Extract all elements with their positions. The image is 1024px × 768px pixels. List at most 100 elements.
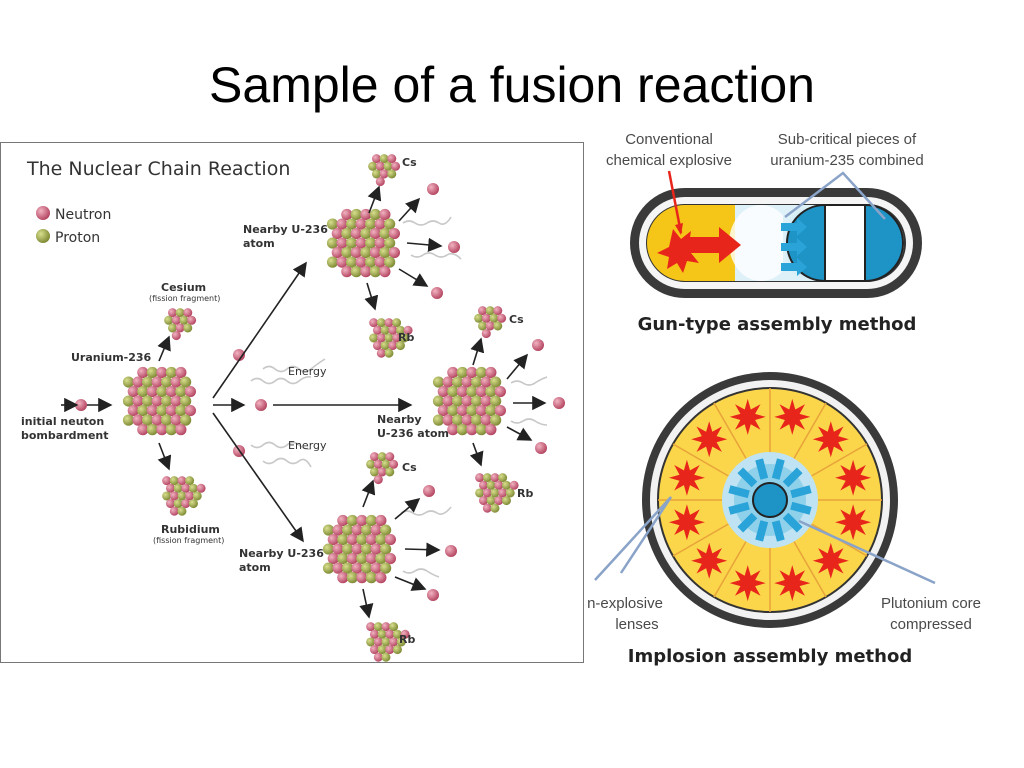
neutron-particle bbox=[170, 376, 182, 388]
neutron-particle bbox=[478, 496, 488, 506]
proton-particle bbox=[141, 395, 154, 407]
proton-particle bbox=[501, 496, 511, 506]
proton-particle bbox=[183, 323, 193, 333]
neutron-particle bbox=[196, 483, 206, 493]
proton-particle bbox=[485, 385, 497, 398]
proton-particle bbox=[379, 154, 389, 164]
rb-label-top: Rb bbox=[398, 331, 414, 344]
energy-label-bottom: Energy bbox=[288, 439, 327, 452]
neutron-particle bbox=[177, 476, 187, 486]
neutron-particle bbox=[341, 208, 353, 221]
proton-particle bbox=[381, 637, 391, 647]
rb-bot-fragment bbox=[366, 622, 410, 662]
proton-particle bbox=[188, 483, 198, 493]
neutron-particle bbox=[482, 503, 492, 513]
proton-particle bbox=[371, 169, 381, 179]
neutron-particle bbox=[167, 308, 177, 318]
neutron-particle bbox=[350, 247, 362, 259]
free-neutron bbox=[423, 485, 435, 497]
proton-particle bbox=[141, 414, 154, 426]
neutron-particle bbox=[351, 562, 363, 574]
energy-label-top: Energy bbox=[288, 365, 327, 378]
neutron-particle bbox=[498, 488, 508, 498]
neutron-particle bbox=[384, 533, 396, 546]
cs-top-fragment bbox=[368, 154, 401, 187]
neutron-particle bbox=[509, 480, 519, 490]
nearby-mid-nucleus bbox=[432, 366, 506, 436]
neutron-particle bbox=[151, 395, 163, 407]
neutron-particle bbox=[184, 405, 196, 417]
neutron-particle bbox=[175, 366, 187, 379]
chain-reaction-panel: The Nuclear Chain Reaction Neutron Proto… bbox=[0, 142, 584, 663]
proton-particle bbox=[188, 499, 198, 509]
legend-neutron: Neutron bbox=[55, 207, 111, 223]
assembly-methods-svg: Conventional chemical explosive Sub-crit… bbox=[587, 131, 981, 667]
proton-particle bbox=[380, 543, 392, 555]
compression-arrow bbox=[755, 520, 769, 542]
neutron-particle bbox=[132, 414, 144, 426]
proton-particle bbox=[377, 452, 387, 462]
proton-particle bbox=[165, 424, 177, 436]
cesium-fragment bbox=[164, 308, 197, 341]
proton-particle bbox=[360, 247, 372, 259]
proton-particle bbox=[451, 414, 464, 426]
neutron-particle bbox=[327, 553, 339, 565]
neutron-particle bbox=[183, 308, 193, 318]
proton-particle bbox=[376, 318, 386, 328]
uranium-236-nucleus bbox=[122, 366, 196, 436]
neutron-particle bbox=[346, 553, 358, 565]
initial-label-1: initial neuton bbox=[21, 415, 104, 428]
neutron-particle bbox=[485, 366, 497, 379]
neutron-particle bbox=[336, 256, 348, 268]
neutron-particle bbox=[442, 414, 454, 426]
neutron-particle bbox=[350, 227, 362, 240]
proton-particle bbox=[475, 488, 485, 498]
neutron-particle bbox=[388, 325, 398, 335]
proton-particle bbox=[369, 266, 381, 278]
proton-particle bbox=[365, 514, 377, 527]
proton-particle bbox=[345, 237, 358, 249]
neutron-particle bbox=[351, 543, 363, 555]
proton-particle bbox=[165, 366, 177, 379]
neutron-particle bbox=[171, 315, 181, 325]
neutron-particle bbox=[370, 562, 382, 574]
neutron-particle bbox=[466, 366, 478, 379]
neutron-particle bbox=[437, 405, 449, 417]
neutron-particle bbox=[375, 177, 385, 187]
neutron-particle bbox=[181, 499, 191, 509]
neutron-particle bbox=[447, 424, 459, 436]
proton-particle bbox=[341, 247, 353, 259]
neutron-particle bbox=[337, 514, 349, 527]
proton-particle bbox=[375, 533, 387, 546]
explosion-burst bbox=[774, 398, 811, 435]
nearby-top-nucleus bbox=[326, 208, 400, 278]
chain-reaction-diagram: The Nuclear Chain Reaction Neutron Proto… bbox=[21, 154, 565, 662]
proton-particle bbox=[392, 645, 402, 655]
cs-label-top: Cs bbox=[402, 156, 417, 169]
proton-particle bbox=[477, 321, 487, 331]
explosion-burst bbox=[729, 565, 766, 602]
neutron-particle bbox=[375, 572, 387, 584]
proton-particle bbox=[356, 533, 368, 546]
neutron-particle bbox=[389, 459, 399, 469]
neutron-particle bbox=[461, 395, 473, 407]
neutron-particle bbox=[127, 385, 139, 398]
neutron-particle bbox=[481, 313, 491, 323]
neutron-particle bbox=[391, 161, 401, 171]
proton-particle bbox=[361, 524, 373, 536]
proton-particle bbox=[345, 218, 358, 230]
free-neutron bbox=[427, 589, 439, 601]
proton-particle bbox=[451, 376, 464, 388]
proton-particle bbox=[377, 629, 387, 639]
neutron-particle bbox=[151, 376, 163, 388]
neutron-particle bbox=[381, 622, 391, 632]
neutron-particle bbox=[480, 395, 492, 407]
neutron-particle bbox=[369, 318, 379, 328]
neutron-particle bbox=[442, 395, 454, 407]
free-neutron bbox=[233, 349, 245, 361]
proton-particle bbox=[392, 318, 402, 328]
proton-particle bbox=[366, 637, 376, 647]
proton-particle bbox=[177, 491, 187, 501]
proton-particle bbox=[432, 414, 445, 426]
neutron-particle bbox=[170, 395, 182, 407]
